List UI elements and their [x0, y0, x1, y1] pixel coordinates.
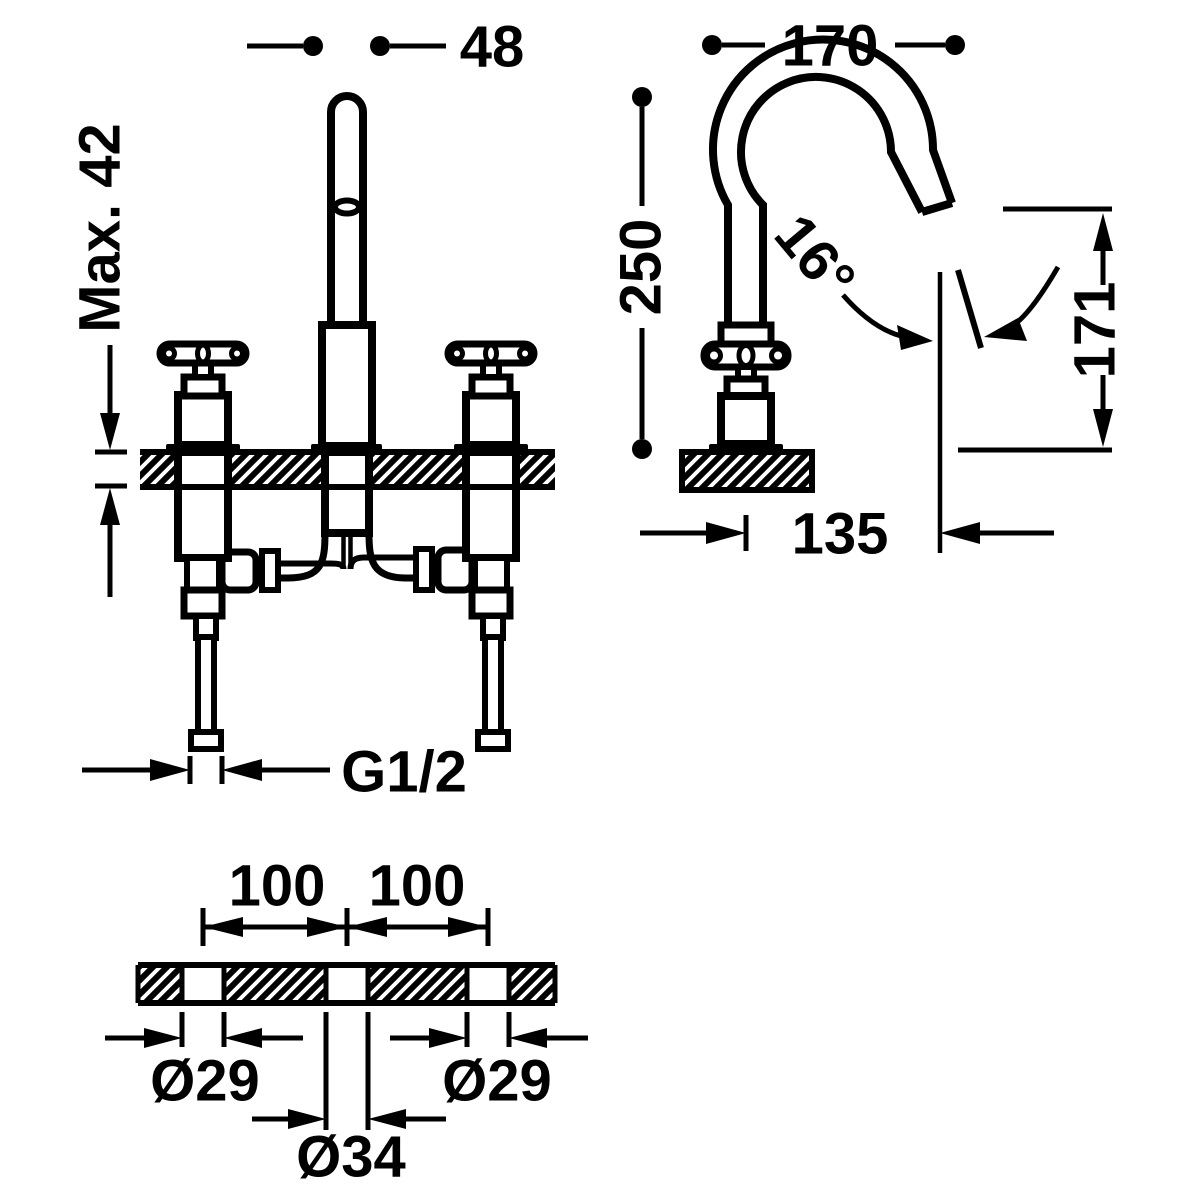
- dim-spacing-left-label: 100: [229, 854, 326, 919]
- plan-deck-strip: [135, 962, 558, 1006]
- dim-spout-width: 48: [247, 15, 524, 80]
- dim-max-deck-label: Max. 42: [68, 123, 133, 333]
- front-spout: [311, 92, 382, 454]
- dim-hole-spacing: 100 100: [200, 854, 491, 946]
- side-gooseneck-spout: [709, 35, 956, 332]
- dim-spout-width-label: 48: [460, 15, 525, 80]
- dim-height: 250: [609, 87, 674, 459]
- right-supply-nut: [468, 586, 514, 620]
- dim-dot: [303, 36, 323, 56]
- front-deck-section: [140, 449, 555, 490]
- front-left-valve: [156, 340, 250, 752]
- dim-offset-label: 135: [792, 502, 889, 567]
- dim-hole-left: Ø29: [105, 1012, 303, 1114]
- right-coupling-nut: [413, 546, 435, 593]
- front-right-valve: [444, 340, 538, 752]
- dim-hole-right-label: Ø29: [442, 1049, 552, 1114]
- side-valve-body: [700, 321, 792, 454]
- dim-outlet-height: 171: [958, 206, 1128, 453]
- plan-view: 100 100: [105, 854, 588, 1190]
- dim-angle-label: 16°: [762, 203, 868, 312]
- dim-thread: G1/2: [82, 740, 467, 805]
- dim-max-deck-thickness: Max. 42: [68, 123, 133, 597]
- side-deck-section: [679, 449, 815, 493]
- dim-offset: 135: [640, 502, 1054, 567]
- outlet-direction-tick: [955, 269, 984, 349]
- angle-annotation: 16°: [762, 203, 1061, 553]
- left-hose-fitting: [188, 729, 224, 752]
- left-coupling-nut: [259, 548, 281, 593]
- dim-hole-center-label: Ø34: [296, 1125, 406, 1190]
- dim-dot: [370, 36, 390, 56]
- spout-outlet-face: [920, 199, 954, 216]
- spout-joint-ring: [332, 197, 362, 217]
- dim-outlet-height-label: 171: [1063, 282, 1128, 379]
- dim-hole-left-label: Ø29: [150, 1049, 260, 1114]
- side-view: 170 250: [609, 14, 1128, 567]
- dim-thread-label: G1/2: [341, 740, 467, 805]
- right-hose-fitting: [475, 729, 511, 752]
- dim-hole-right: Ø29: [390, 1012, 588, 1114]
- right-supply-hose: [482, 634, 504, 736]
- dim-hole-center: Ø34: [252, 1012, 446, 1190]
- dim-height-label: 250: [609, 219, 674, 316]
- left-supply-hose: [195, 634, 217, 736]
- front-view: 48 Max. 42: [68, 15, 555, 805]
- dim-spacing-right-label: 100: [369, 854, 466, 919]
- left-supply-nut: [180, 586, 226, 620]
- dim-reach: 170: [702, 14, 965, 79]
